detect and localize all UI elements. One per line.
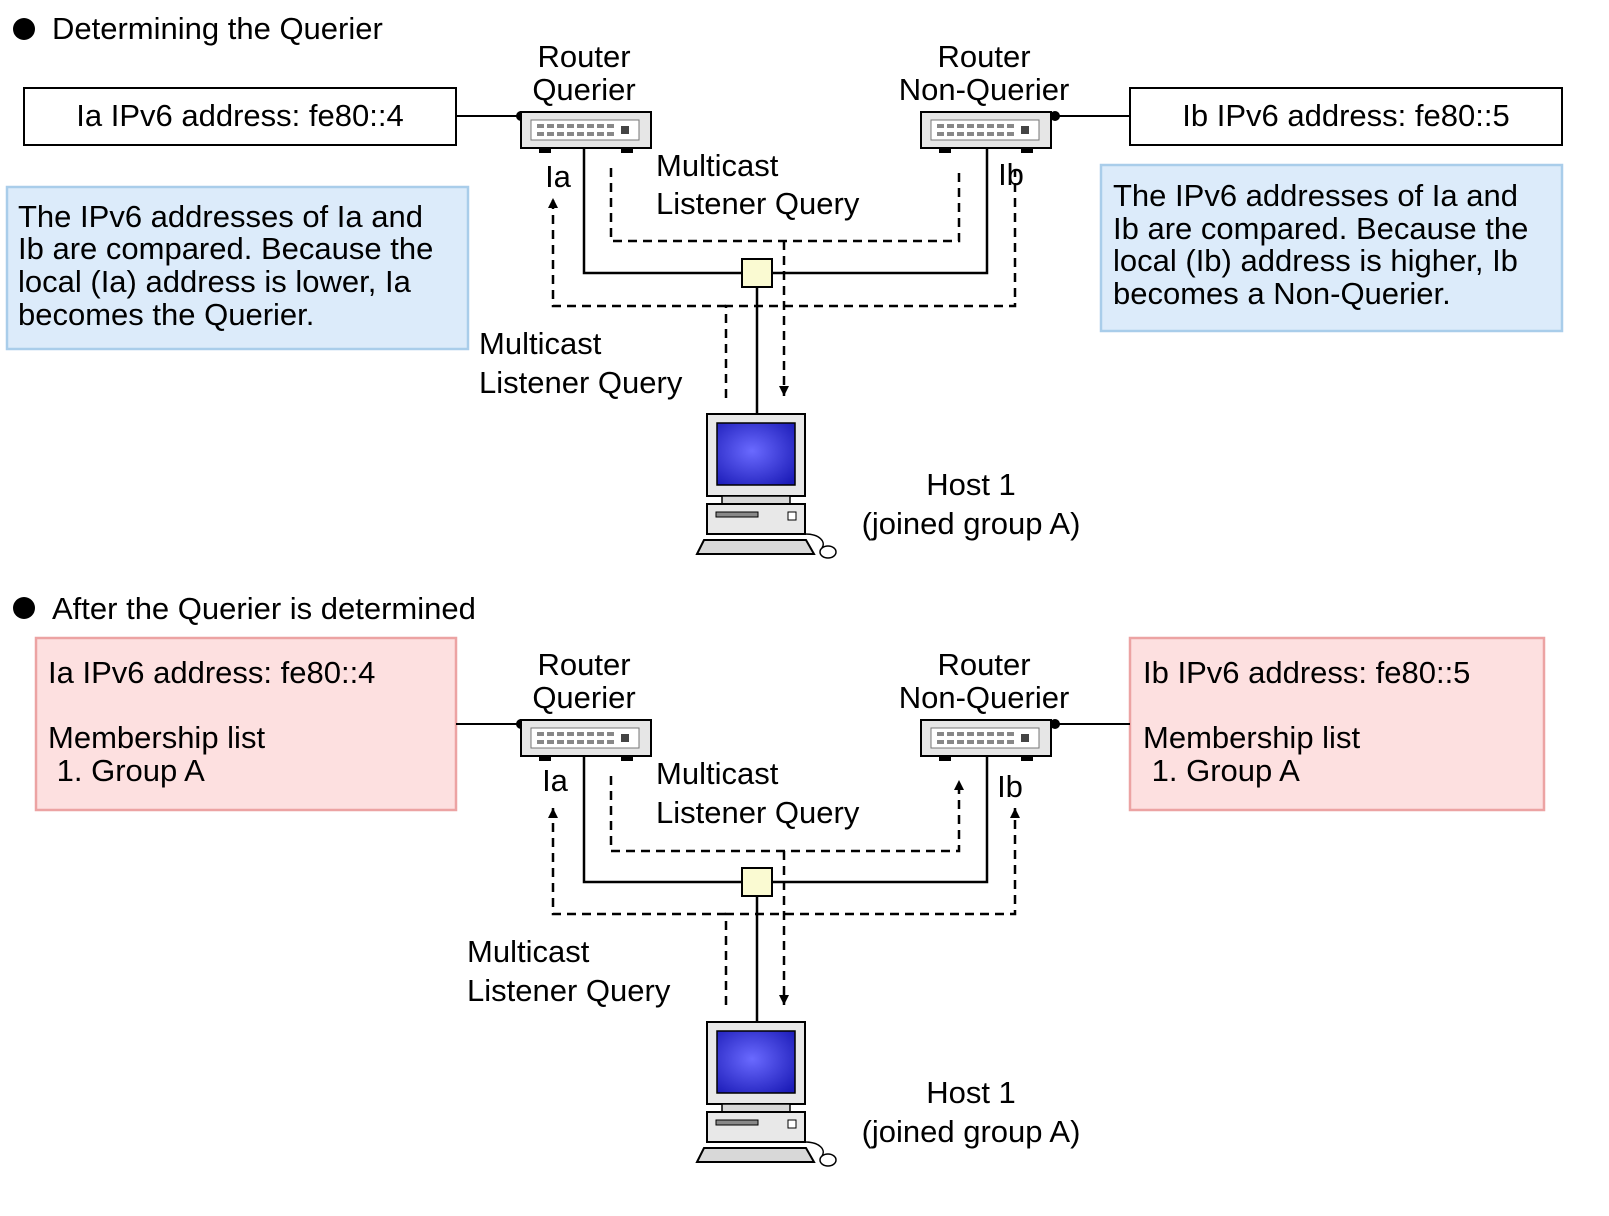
query-label: Listener Query — [656, 186, 860, 221]
note-line: The IPv6 addresses of Ia and — [18, 199, 423, 234]
host-label: Host 1 — [926, 467, 1016, 502]
address-box-ia: Ia IPv6 address: fe80::4 — [23, 87, 457, 146]
membership-line: 1. Group A — [1143, 753, 1300, 788]
hub-icon — [741, 867, 773, 897]
router-a-label: Router — [537, 39, 630, 74]
address-box-line: Ib IPv6 address: fe80::5 — [1182, 98, 1509, 133]
section-heading: After the Querier is determined — [52, 591, 476, 626]
bullet-icon — [13, 597, 35, 619]
note-line: Ib are compared. Because the — [18, 231, 433, 266]
address-box-ib: Ib IPv6 address: fe80::5 — [1129, 87, 1563, 146]
query-label: Multicast — [479, 326, 602, 361]
router-icon — [920, 719, 1052, 761]
query-arrow-to-ib-lower — [724, 808, 1020, 1005]
query-label: Multicast — [656, 756, 779, 791]
interface-label-ib: Ib — [997, 769, 1023, 804]
query-path-lower-right — [724, 170, 1017, 398]
query-label: Listener Query — [479, 365, 683, 400]
router-a-role: Querier — [532, 72, 635, 107]
interface-label-ia: Ia — [545, 159, 572, 194]
router-b-label: Router — [937, 647, 1030, 682]
router-b-role: Non-Querier — [899, 680, 1070, 715]
lan-segment — [582, 756, 989, 884]
membership-line: Membership list — [48, 720, 265, 755]
bullet-icon — [13, 18, 35, 40]
hub-icon — [741, 258, 773, 288]
host-sublabel: (joined group A) — [862, 1114, 1081, 1149]
port-dot-icon — [1050, 111, 1060, 121]
host-sublabel: (joined group A) — [862, 506, 1081, 541]
membership-line: Membership list — [1143, 720, 1360, 755]
router-a-label: Router — [537, 647, 630, 682]
interface-label-ib: Ib — [998, 157, 1024, 192]
note-line: becomes the Querier. — [18, 297, 314, 332]
note-line: local (Ib) address is higher, Ib — [1113, 243, 1518, 278]
note-line: Ib are compared. Because the — [1113, 211, 1528, 246]
lan-segment — [582, 148, 989, 275]
note-box-ia: The IPv6 addresses of Ia and Ib are comp… — [5, 185, 470, 351]
membership-line: 1. Group A — [48, 753, 205, 788]
membership-box-ia: Ia IPv6 address: fe80::4 Membership list… — [34, 636, 458, 812]
query-label: Multicast — [467, 934, 590, 969]
computer-icon — [695, 413, 837, 559]
note-line: The IPv6 addresses of Ia and — [1113, 178, 1518, 213]
host-label: Host 1 — [926, 1075, 1016, 1110]
router-b-role: Non-Querier — [899, 72, 1070, 107]
note-line: local (Ia) address is lower, Ia — [18, 264, 412, 299]
section-determining: Determining the Querier Ia IPv6 address:… — [5, 11, 1564, 559]
query-label: Multicast — [656, 148, 779, 183]
router-a-role: Querier — [532, 680, 635, 715]
router-icon — [520, 719, 652, 761]
router-icon — [920, 111, 1052, 153]
interface-label-ia: Ia — [542, 763, 569, 798]
computer-icon — [695, 1021, 837, 1167]
router-b-label: Router — [937, 39, 1030, 74]
port-dot-icon — [1050, 719, 1060, 729]
section-heading: Determining the Querier — [52, 11, 383, 46]
address-box-line: Ia IPv6 address: fe80::4 — [76, 98, 403, 133]
router-icon — [520, 111, 652, 153]
query-arrow-to-ia — [548, 808, 726, 916]
note-box-ib: The IPv6 addresses of Ia and Ib are comp… — [1099, 163, 1564, 333]
membership-box-ib: Ib IPv6 address: fe80::5 Membership list… — [1128, 636, 1546, 812]
query-label: Listener Query — [656, 795, 860, 830]
note-line: becomes a Non-Querier. — [1113, 276, 1451, 311]
query-label: Listener Query — [467, 973, 671, 1008]
query-arrow-to-ia — [548, 198, 726, 308]
membership-line: Ib IPv6 address: fe80::5 — [1143, 655, 1470, 690]
section-after: After the Querier is determined Ia IPv6 … — [13, 591, 1546, 1167]
membership-line: Ia IPv6 address: fe80::4 — [48, 655, 375, 690]
